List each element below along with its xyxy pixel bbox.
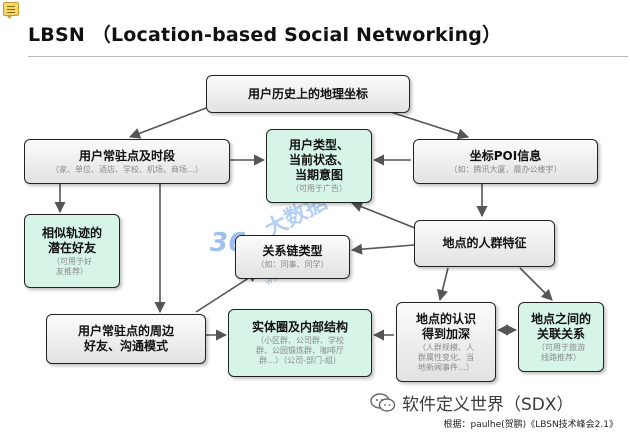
node-usertype-title: 用户类型、 当前状态、 当期意图 <box>288 138 349 182</box>
wechat-account: 软件定义世界（SDX） <box>370 390 574 415</box>
arrow-crowd-to-usertype <box>350 201 421 231</box>
node-relation-title: 关系链类型 <box>262 244 323 258</box>
node-surround-title: 用户常驻点的周边 好友、沟通模式 <box>77 324 174 353</box>
node-entity: 实体圈及内部结构 （小区群、公司群、学校 群、公园锻炼群、咖啡厅 群…）（公司-… <box>228 309 372 377</box>
node-crowd-title: 地点的人群特征 <box>442 236 527 250</box>
node-poi-title: 坐标POI信息 <box>469 148 542 163</box>
node-usertype: 用户类型、 当前状态、 当期意图 （可用于广告） <box>266 129 372 203</box>
node-poi-sub: （如：腾讯大厦，晨办公楼宇） <box>449 164 562 174</box>
node-between-sub: （可用于旅游 线路推荐） <box>537 342 585 362</box>
node-relation: 关系链类型 （如：同事、同学） <box>235 235 350 279</box>
node-entity-sub: （小区群、公司群、学校 群、公园锻炼群、咖啡厅 群…）（公司-部门-组） <box>256 336 344 365</box>
note-icon <box>3 2 19 19</box>
arrow-crowd-to-relation <box>350 243 415 255</box>
node-cognition-sub: （人群规模、人 群属性变化、当 地新闻事件…） <box>418 342 474 372</box>
node-resident-sub: （家、单位、酒店、学校、机场、商场…） <box>51 164 203 174</box>
node-poi: 坐标POI信息 （如：腾讯大厦，晨办公楼宇） <box>413 139 598 184</box>
wechat-account-name: 软件定义世界（SDX） <box>402 395 574 415</box>
wechat-icon <box>370 392 396 412</box>
source-citation: 根据：paulhe(贺鹏)《LBSN技术峰会2.1》 <box>443 420 619 430</box>
node-entity-title: 实体圈及内部结构 <box>251 320 348 334</box>
node-crowd: 地点的人群特征 <box>414 220 555 267</box>
arrow-history-to-resident <box>128 104 215 139</box>
node-resident: 用户常驻点及时段 （家、单位、酒店、学校、机场、商场…） <box>24 139 230 184</box>
node-surround: 用户常驻点的周边 好友、沟通模式 <box>46 314 206 364</box>
node-resident-title: 用户常驻点及时段 <box>78 148 175 163</box>
node-between-title: 地点之间的 关联关系 <box>530 311 591 341</box>
node-cognition-title: 地点的认识 得到加深 <box>415 311 476 341</box>
node-history: 用户历史上的地理坐标 <box>206 75 410 113</box>
title-divider <box>28 56 628 57</box>
node-usertype-sub: （可用于广告） <box>291 184 347 193</box>
node-similar-sub: （可用于好 友推荐） <box>52 256 92 276</box>
node-history-title: 用户历史上的地理坐标 <box>247 86 368 101</box>
arrow-crowd-to-cognition <box>437 267 449 302</box>
arrow-crowd-to-between <box>519 267 553 301</box>
node-relation-sub: （如：同事、同学） <box>256 260 329 269</box>
slide-title: LBSN （Location-based Social Networking） <box>28 24 502 46</box>
node-similar-title: 相似轨迹的 潜在好友 <box>41 225 102 255</box>
node-similar: 相似轨迹的 潜在好友 （可用于好 友推荐） <box>24 214 120 288</box>
node-between: 地点之间的 关联关系 （可用于旅游 线路推荐） <box>518 302 604 372</box>
node-cognition: 地点的认识 得到加深 （人群规模、人 群属性变化、当 地新闻事件…） <box>396 302 496 382</box>
